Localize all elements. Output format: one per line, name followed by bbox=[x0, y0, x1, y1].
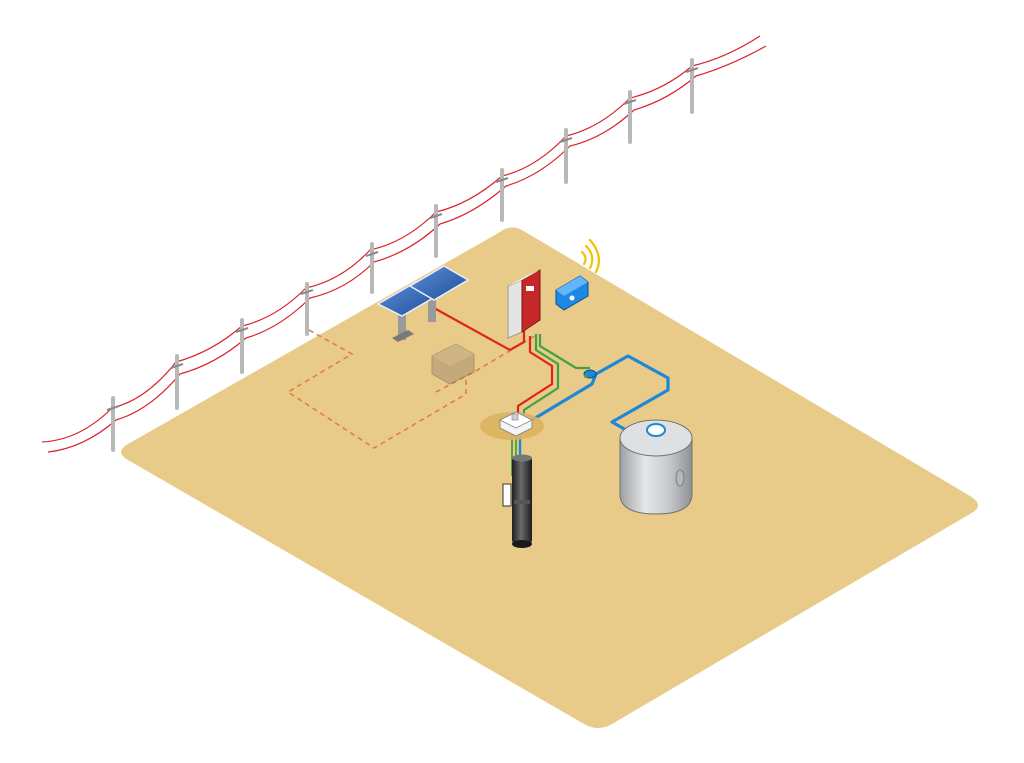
controller-to-wellhead-red bbox=[516, 336, 554, 420]
wifi-module-icon bbox=[555, 275, 589, 311]
inverter-icon bbox=[507, 269, 541, 339]
pump-icon bbox=[502, 454, 532, 548]
controller-to-wellhead-green bbox=[522, 334, 560, 420]
wellhead-icon bbox=[480, 411, 544, 440]
pole-crossarms bbox=[106, 67, 699, 411]
controller-to-sensor-green bbox=[538, 334, 590, 370]
signal-waves-icon bbox=[580, 238, 601, 274]
solar-cable bbox=[433, 307, 526, 352]
junction-box-icon bbox=[431, 343, 475, 385]
ground-plane bbox=[121, 227, 978, 728]
power-line-wires bbox=[41, 35, 767, 453]
solar-panel-icon bbox=[376, 265, 470, 342]
tank-icon bbox=[619, 419, 693, 515]
sensor-icon bbox=[583, 369, 597, 379]
power-line-icon bbox=[41, 35, 767, 453]
